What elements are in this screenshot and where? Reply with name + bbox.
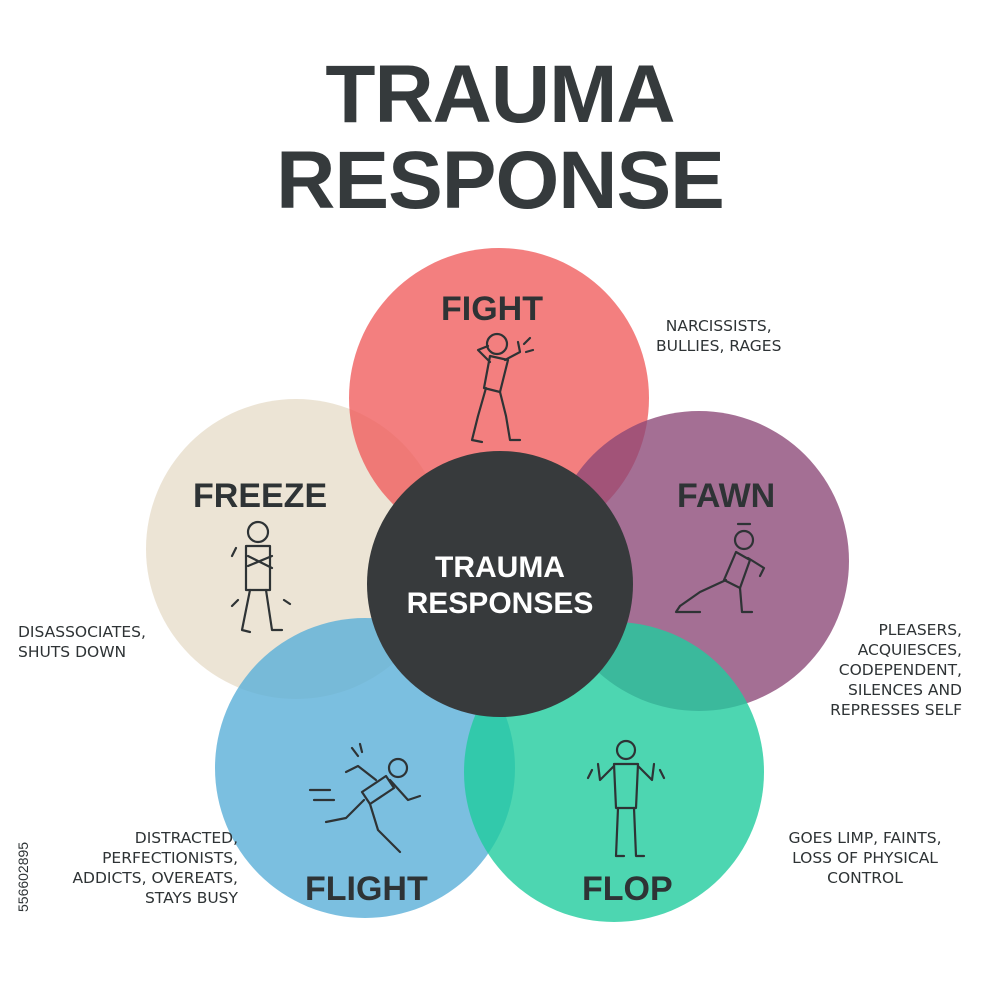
flop-note-line: LOSS OF PHYSICAL [792,849,938,867]
freeze-notes: DISASSOCIATES, SHUTS DOWN [18,622,146,662]
fighting-figure-icon [470,332,535,444]
center-title-line1: TRAUMA [435,551,565,584]
fawn-label: FAWN [677,477,776,515]
fawn-note-line: PLEASERS, [878,621,962,639]
center-title: TRAUMA RESPONSES [370,550,630,622]
flight-note-line: PERFECTIONISTS, [102,849,238,867]
flop-notes: GOES LIMP, FAINTS, LOSS OF PHYSICAL CONT… [780,828,950,888]
shrugging-figure-icon [586,739,666,858]
flop-label: FLOP [582,870,673,908]
fight-note-line: NARCISSISTS, [665,317,772,335]
freeze-label: FREEZE [193,477,328,515]
flight-note-line: STAYS BUSY [144,889,238,907]
flight-label: FLIGHT [305,870,428,908]
flight-note-line: DISTRACTED, [134,829,238,847]
fight-note-line: BULLIES, RAGES [656,337,782,355]
fawn-note-line: ACQUIESCES, [857,641,962,659]
flight-note-line: ADDICTS, OVEREATS, [72,869,238,887]
page-title-line2: RESPONSE [276,135,725,226]
flop-note-line: CONTROL [827,869,903,887]
fight-label: FIGHT [441,290,543,328]
center-title-line2: RESPONSES [406,587,594,620]
fight-notes: NARCISSISTS, BULLIES, RAGES [656,316,781,356]
freeze-note-line: DISASSOCIATES, [18,623,146,641]
fawn-note-line: CODEPENDENT, [838,661,962,679]
kneeling-figure-icon [674,522,766,614]
fawn-note-line: REPRESSES SELF [830,701,962,719]
running-figure-icon [308,742,422,854]
flop-note-line: GOES LIMP, FAINTS, [788,829,942,847]
fawn-notes: PLEASERS, ACQUIESCES, CODEPENDENT, SILEN… [810,620,962,720]
page-title-line1: TRAUMA [325,49,675,140]
fight-circle [349,248,649,548]
freeze-note-line: SHUTS DOWN [18,643,127,661]
fawn-note-line: SILENCES AND [848,681,962,699]
frozen-figure-icon [230,520,292,634]
stock-id-text: 556602895 [15,842,31,912]
flight-notes: DISTRACTED, PERFECTIONISTS, ADDICTS, OVE… [60,828,238,908]
center-circle [367,451,633,717]
